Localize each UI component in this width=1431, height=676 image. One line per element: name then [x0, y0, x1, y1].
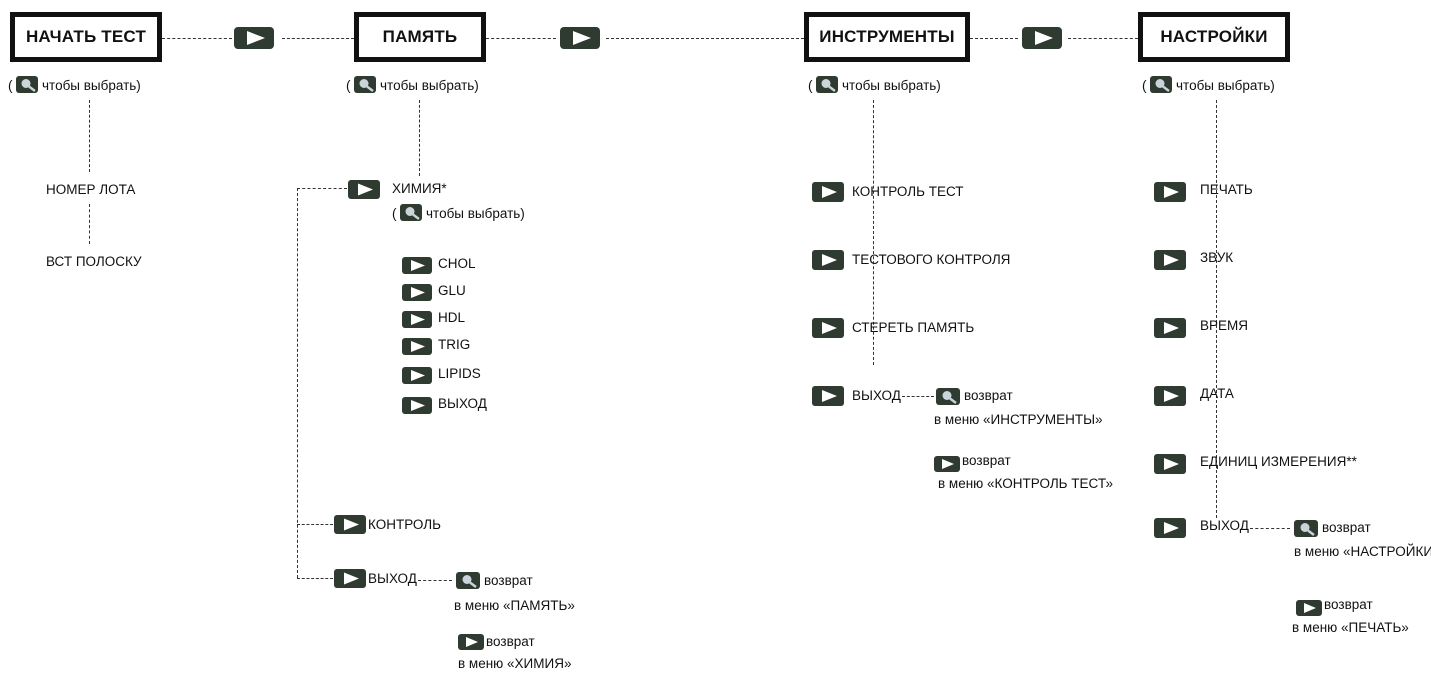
- play-button-icon: [560, 27, 600, 49]
- menu-item-control[interactable]: КОНТРОЛЬ: [368, 517, 441, 532]
- play-button-icon: [334, 569, 366, 588]
- connector-line: [606, 38, 804, 39]
- hint-text: чтобы выбрать): [380, 78, 479, 93]
- connector-line: [297, 578, 333, 579]
- connector-line: [418, 580, 452, 581]
- play-button-icon: [812, 318, 844, 338]
- play-button-icon: [348, 180, 380, 199]
- play-button-icon: [402, 311, 432, 328]
- menu-item-date[interactable]: ДАТА: [1200, 386, 1234, 401]
- menu-item-insert-strip[interactable]: ВСТ ПОЛОСКУ: [46, 254, 142, 269]
- menu-item-chemistry[interactable]: ХИМИЯ*: [392, 181, 447, 196]
- play-button-icon: [458, 634, 484, 650]
- menu-item-chol[interactable]: CHOL: [438, 256, 476, 271]
- magnifier-button-icon: [1150, 76, 1172, 93]
- return-label: возврат: [1322, 520, 1371, 535]
- play-button-icon: [1154, 318, 1186, 338]
- return-to-settings-text: в меню «НАСТРОЙКИ»: [1294, 544, 1431, 559]
- connector-line: [297, 524, 333, 525]
- play-button-icon: [402, 367, 432, 384]
- play-button-icon: [402, 338, 432, 355]
- return-to-print-text: в меню «ПЕЧАТЬ»: [1292, 620, 1409, 635]
- magnifier-button-icon: [354, 76, 376, 93]
- connector-line: [486, 38, 556, 39]
- play-button-icon: [812, 182, 844, 202]
- play-button-icon: [1154, 182, 1186, 202]
- magnifier-button-icon: [16, 76, 38, 93]
- magnifier-button-icon: [1294, 520, 1318, 537]
- play-button-icon: [402, 284, 432, 301]
- menu-box-memory[interactable]: ПАМЯТЬ: [354, 12, 486, 62]
- connector-line: [419, 100, 420, 176]
- return-to-memory-text: в меню «ПАМЯТЬ»: [454, 598, 575, 613]
- return-label: возврат: [1324, 597, 1373, 612]
- menu-item-lipids[interactable]: LIPIDS: [438, 366, 481, 381]
- connector-line: [162, 38, 232, 39]
- play-button-icon: [1296, 600, 1322, 616]
- magnifier-button-icon: [456, 572, 480, 589]
- connector-line: [1216, 100, 1217, 518]
- return-to-control-test-text: в меню «КОНТРОЛЬ ТЕСТ»: [938, 476, 1113, 491]
- connector-line: [89, 204, 90, 244]
- connector-line: [297, 188, 298, 578]
- connector-line: [282, 38, 354, 39]
- hint-text: чтобы выбрать): [426, 206, 525, 221]
- hint-paren: (: [808, 78, 813, 93]
- menu-item-exit[interactable]: ВЫХОД: [368, 571, 417, 586]
- play-button-icon: [1022, 27, 1062, 49]
- play-button-icon: [934, 456, 960, 472]
- connector-line: [873, 100, 874, 365]
- menu-item-print[interactable]: ПЕЧАТЬ: [1200, 182, 1253, 197]
- menu-item-settings-exit[interactable]: ВЫХОД: [1200, 518, 1249, 533]
- hint-paren: (: [392, 206, 397, 221]
- menu-item-time[interactable]: ВРЕМЯ: [1200, 318, 1249, 333]
- play-button-icon: [402, 397, 432, 414]
- magnifier-button-icon: [400, 204, 422, 221]
- connector-line: [1250, 528, 1290, 529]
- menu-item-erase-memory[interactable]: СТЕРЕТЬ ПАМЯТЬ: [852, 320, 975, 335]
- connector-line: [89, 100, 90, 172]
- menu-item-hdl[interactable]: HDL: [438, 310, 466, 325]
- menu-box-start-test[interactable]: НАЧАТЬ ТЕСТ: [10, 12, 162, 62]
- connector-line: [902, 396, 934, 397]
- play-button-icon: [812, 250, 844, 270]
- play-button-icon: [234, 27, 274, 49]
- menu-item-trig[interactable]: TRIG: [438, 337, 471, 352]
- menu-item-chem-exit[interactable]: ВЫХОД: [438, 396, 487, 411]
- play-button-icon: [812, 386, 844, 406]
- hint-text: чтобы выбрать): [842, 78, 941, 93]
- menu-box-tools[interactable]: ИНСТРУМЕНТЫ: [804, 12, 970, 62]
- play-button-icon: [1154, 250, 1186, 270]
- menu-item-units[interactable]: ЕДИНИЦ ИЗМЕРЕНИЯ**: [1200, 454, 1357, 469]
- return-to-chemistry-text: в меню «ХИМИЯ»: [458, 656, 572, 671]
- menu-item-test-control[interactable]: ТЕСТОВОГО КОНТРОЛЯ: [852, 252, 1011, 267]
- play-button-icon: [1154, 454, 1186, 474]
- play-button-icon: [334, 515, 366, 534]
- menu-item-control-test[interactable]: КОНТРОЛЬ ТЕСТ: [852, 184, 964, 199]
- connector-line: [1068, 38, 1138, 39]
- hint-text: чтобы выбрать): [42, 78, 141, 93]
- magnifier-button-icon: [816, 76, 838, 93]
- play-button-icon: [1154, 386, 1186, 406]
- hint-paren: (: [1142, 78, 1147, 93]
- return-label: возврат: [484, 573, 533, 588]
- play-button-icon: [1154, 518, 1186, 538]
- hint-paren: (: [346, 78, 351, 93]
- hint-text: чтобы выбрать): [1176, 78, 1275, 93]
- menu-item-lot-number[interactable]: НОМЕР ЛОТА: [46, 182, 136, 197]
- connector-line: [970, 38, 1018, 39]
- menu-box-settings[interactable]: НАСТРОЙКИ: [1138, 12, 1290, 62]
- return-label: возврат: [964, 388, 1013, 403]
- menu-item-tools-exit[interactable]: ВЫХОД: [852, 388, 901, 403]
- hint-paren: (: [8, 78, 13, 93]
- return-label: возврат: [962, 453, 1011, 468]
- play-button-icon: [402, 257, 432, 274]
- menu-item-glu[interactable]: GLU: [438, 283, 466, 298]
- return-to-tools-text: в меню «ИНСТРУМЕНТЫ»: [934, 412, 1103, 427]
- magnifier-button-icon: [936, 388, 960, 405]
- menu-item-sound[interactable]: ЗВУК: [1200, 250, 1234, 265]
- return-label: возврат: [486, 634, 535, 649]
- connector-line: [297, 188, 347, 189]
